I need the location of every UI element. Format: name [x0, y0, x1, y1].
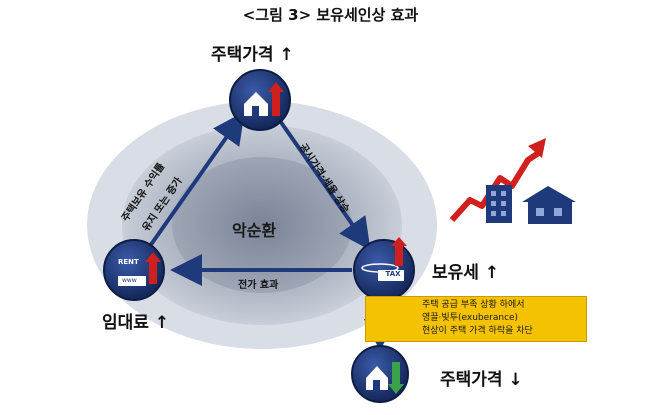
node-left-rent [103, 239, 165, 301]
rising-price-illustration [449, 138, 576, 224]
note-box: 주택 공급 부족 상황 하에서 영끌·빚투(exuberance) 현상이 주택… [365, 296, 587, 342]
up-arrow-icon [391, 237, 407, 266]
arrow-left-to-top [148, 111, 245, 248]
up-arrow-icon [268, 82, 284, 116]
inner-ring [172, 157, 352, 293]
tax-badge: TAX [385, 270, 401, 278]
arrow-top-to-right [276, 116, 371, 251]
note-line-1: 주택 공급 부족 상황 하에서 [422, 300, 525, 310]
up-arrow-icon [145, 252, 161, 284]
note-line-2: 영끌·빚투(exuberance) [422, 313, 519, 323]
label-house-price-down: 주택가격 ↓ [440, 370, 523, 390]
label-rent-up: 임대료 ↑ [102, 313, 170, 333]
down-arrow-icon [388, 362, 404, 394]
node-bottom-house [351, 345, 409, 403]
node-top-house [229, 69, 291, 131]
edge-label-pass-through: 전가 효과 [238, 280, 279, 291]
label-house-price-up: 주택가격 ↑ [211, 45, 294, 65]
label-holding-tax-up: 보유세 ↑ [432, 263, 500, 283]
figure-title: <그림 3> 보유세인상 효과 [242, 6, 419, 24]
rent-badge: RENT [118, 258, 139, 266]
note-line-3: 현상이 주택 가격 하락을 차단 [422, 326, 533, 336]
house-icon [522, 186, 576, 224]
vicious-cycle-label: 악순환 [232, 221, 277, 240]
building-icon [486, 185, 512, 223]
www-badge: www [122, 277, 137, 284]
